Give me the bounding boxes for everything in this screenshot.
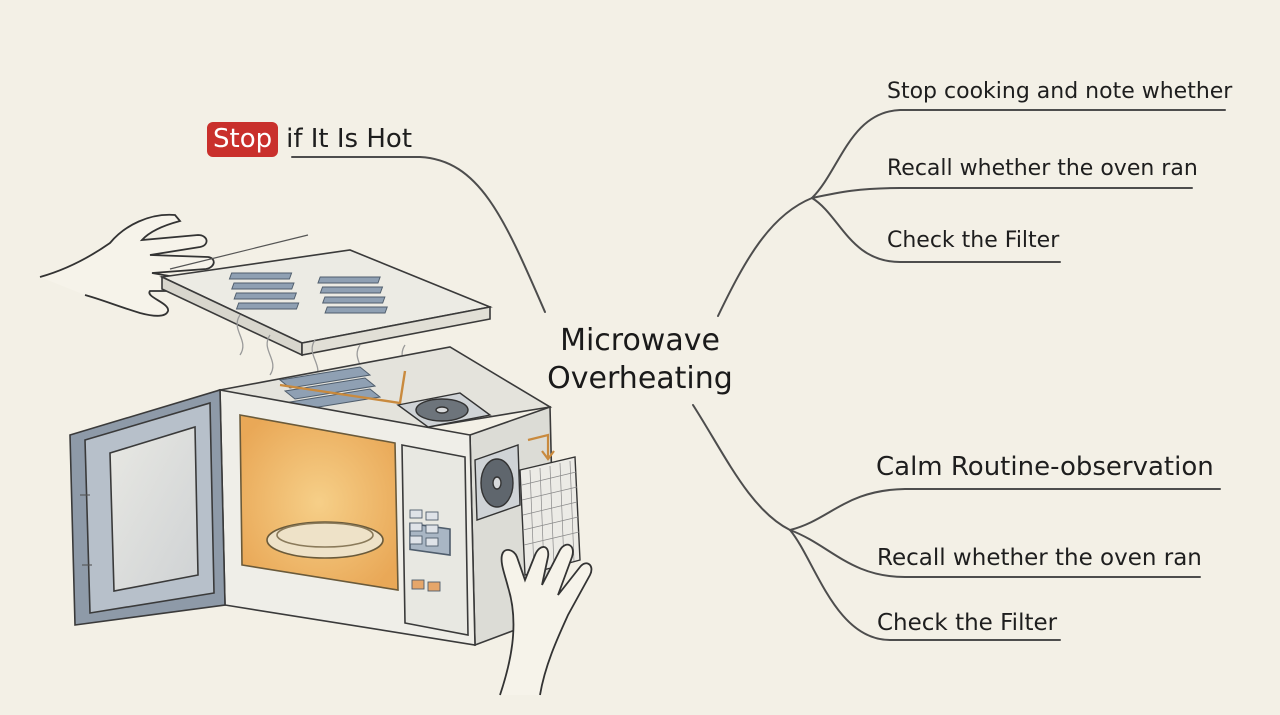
vent-grille-icon [228, 272, 388, 314]
connector-top-left [291, 156, 546, 313]
stop-badge: Stop [207, 122, 279, 157]
connector-right-bottom-2 [789, 529, 1201, 578]
center-title: Microwave Overheating [540, 322, 740, 398]
top-panel [159, 234, 493, 357]
right-bottom-label-3: Check the Filter [877, 610, 1058, 636]
arrow-down-icon [527, 433, 555, 461]
connector-right-bottom-trunk [692, 404, 791, 531]
right-bottom-label-1: Calm Routine-observation [876, 452, 1214, 482]
right-top-label-3: Check the Filter [887, 228, 1060, 253]
connector-right-bottom-3 [789, 529, 1061, 641]
side-fan [474, 444, 521, 521]
center-title-line2: Overheating [547, 361, 733, 396]
hand-icon-right [499, 543, 593, 696]
right-bottom-label-2: Recall whether the oven ran [877, 545, 1202, 571]
connector-right-top-trunk [717, 197, 813, 317]
fan-icon [396, 392, 492, 428]
connector-right-bottom-1 [789, 488, 1221, 531]
microwave-door [69, 388, 226, 626]
right-top-label-2: Recall whether the oven ran [887, 156, 1198, 181]
right-top-label-1: Stop cooking and note whether [887, 79, 1233, 104]
microwave-illustration [39, 213, 593, 696]
connector-right-top-3 [811, 197, 1061, 263]
center-title-line1: Microwave [560, 323, 720, 358]
connector-right-top-2 [811, 187, 1193, 199]
connector-right-top-1 [811, 109, 1226, 199]
top-left-text: if It Is Hot [286, 124, 413, 154]
